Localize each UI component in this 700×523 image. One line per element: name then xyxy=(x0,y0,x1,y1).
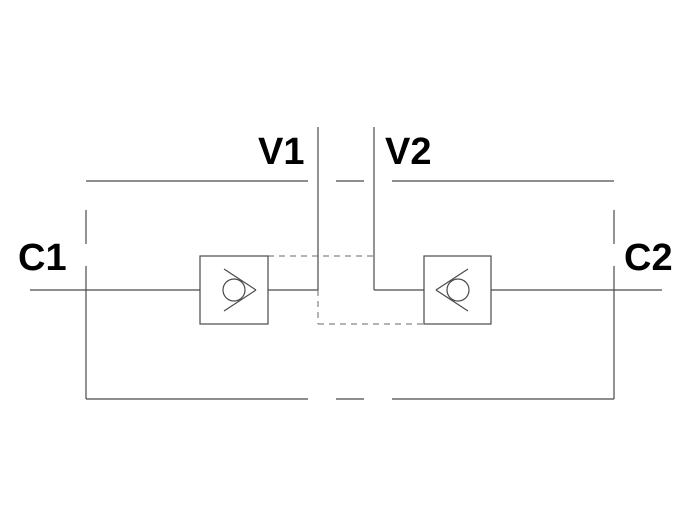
check-valve-left xyxy=(199,255,269,325)
port-label-v2: V2 xyxy=(385,131,431,173)
flow-lines xyxy=(30,127,662,291)
pilot-line xyxy=(268,255,424,325)
port-label-c2: C2 xyxy=(624,237,673,279)
valve-block-outline xyxy=(85,180,615,400)
check-valve-right xyxy=(423,255,492,325)
port-label-v1: V1 xyxy=(258,131,304,173)
port-label-c1: C1 xyxy=(18,237,67,279)
